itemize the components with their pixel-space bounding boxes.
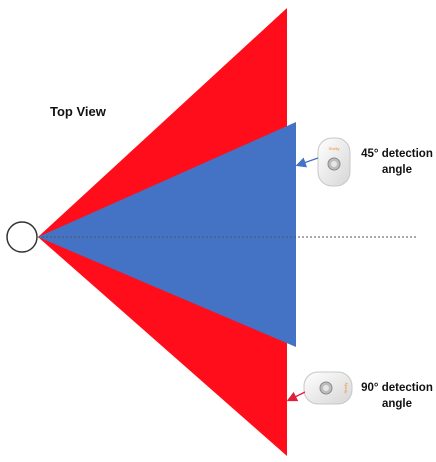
sensor-origin-circle — [6, 221, 38, 253]
diagram-title: Top View — [50, 104, 106, 119]
sensor-brand-mark: Shelly — [343, 383, 348, 394]
sensor-brand-mark: Shelly — [329, 146, 340, 151]
label-45-line1: 45° detection — [361, 148, 433, 160]
arrow-45-icon — [295, 157, 319, 168]
label-90-line2: angle — [381, 398, 413, 410]
detection-angle-45-label: 45° detection angle — [358, 146, 436, 178]
label-45-line2: angle — [381, 164, 413, 176]
arrow-90-icon — [286, 391, 306, 402]
motion-sensor-sideways-icon: Shelly — [303, 371, 353, 405]
narrow-detection-cone — [38, 122, 296, 347]
detection-angle-90-label: 90° detection angle — [358, 380, 436, 412]
motion-sensor-upright-icon: Shelly — [317, 137, 351, 187]
label-90-line1: 90° detection — [361, 382, 433, 394]
